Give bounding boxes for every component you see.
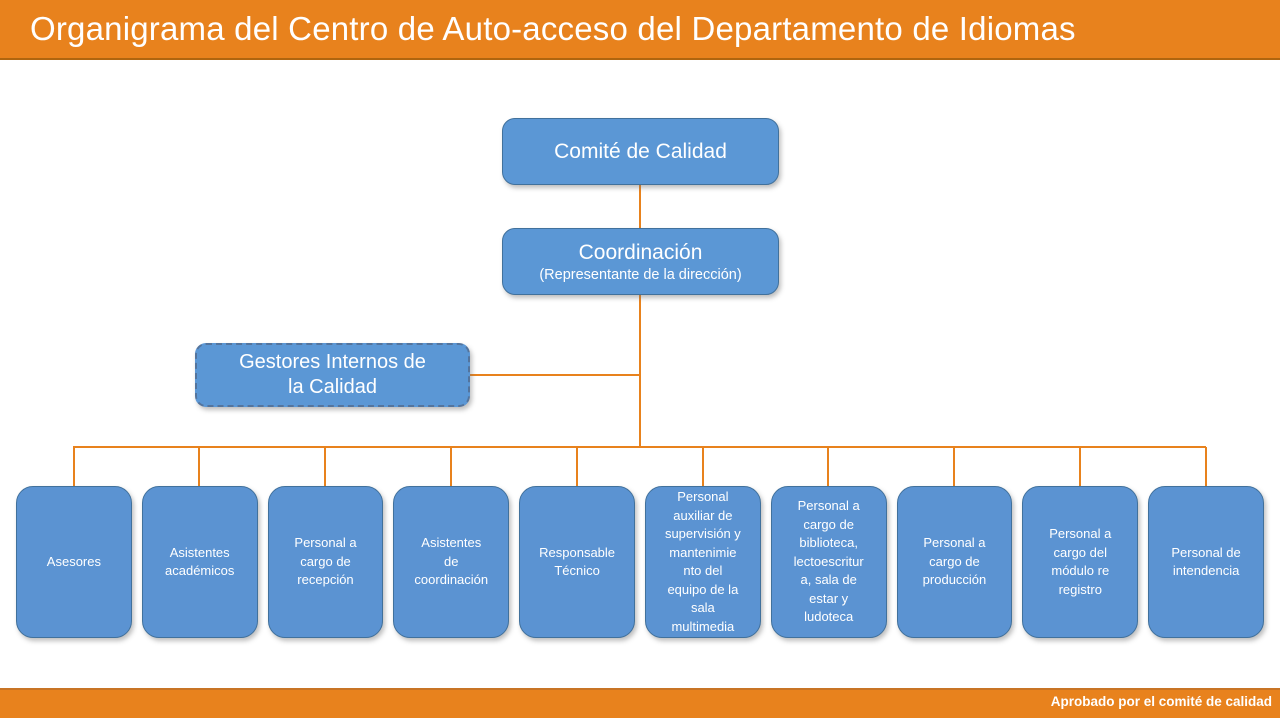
node-asistentes-academicos-label: Asistentes académicos (165, 544, 235, 579)
connector-drop-7 (827, 447, 829, 487)
node-personal-recepcion-label: Personal a cargo de recepción (294, 535, 357, 588)
node-gestores-internos-label: Gestores Internos de la Calidad (239, 351, 426, 398)
connector-root-to-coordination (639, 185, 641, 229)
node-personal-produccion: Personal a cargo de producción (896, 486, 1013, 638)
title-bar: Organigrama del Centro de Auto-acceso de… (0, 0, 1280, 60)
connector-side-node (470, 374, 640, 376)
node-coordinacion-label: Coordinación (578, 240, 703, 264)
node-comite-de-calidad: Comité de Calidad (502, 118, 779, 185)
node-personal-modulo-registro: Personal a cargo del módulo re registro (1022, 486, 1139, 638)
node-asistentes-coordinacion-label: Asistentes de coordinación (414, 535, 489, 588)
connector-drop-8 (953, 447, 955, 487)
node-gestores-internos: Gestores Internos de la Calidad (195, 343, 470, 407)
page-title: Organigrama del Centro de Auto-acceso de… (30, 10, 1076, 47)
leaf-node-row: Asesores Asistentes académicos Personal … (16, 486, 1264, 638)
connector-drop-5 (576, 447, 578, 487)
connector-coordination-to-rail (639, 295, 641, 448)
node-personal-modulo-registro-label: Personal a cargo del módulo re registro (1049, 526, 1112, 597)
node-personal-supervision-multimedia-label: Personal auxiliar de supervisión y mante… (664, 489, 741, 634)
connector-drop-6 (702, 447, 704, 487)
connector-drop-10 (1205, 447, 1207, 487)
node-responsable-tecnico-label: Responsable Técnico (539, 544, 616, 579)
node-personal-biblioteca-label: Personal a cargo de biblioteca, lectoesc… (793, 498, 864, 625)
connector-drop-1 (73, 447, 75, 487)
node-personal-biblioteca: Personal a cargo de biblioteca, lectoesc… (770, 486, 887, 638)
connector-drop-3 (324, 447, 326, 487)
connector-rail (73, 446, 1206, 448)
node-asistentes-coordinacion: Asistentes de coordinación (393, 486, 510, 638)
connector-drop-4 (450, 447, 452, 487)
footer-bar: Aprobado por el comité de calidad (0, 688, 1280, 718)
node-personal-recepcion: Personal a cargo de recepción (267, 486, 384, 638)
approval-text: Aprobado por el comité de calidad (1050, 693, 1272, 709)
node-personal-intendencia-label: Personal de intendencia (1171, 544, 1241, 579)
node-personal-supervision-multimedia: Personal auxiliar de supervisión y mante… (644, 486, 761, 638)
node-coordinacion-sublabel: (Representante de la dirección) (539, 266, 742, 283)
node-asistentes-academicos: Asistentes académicos (141, 486, 258, 638)
node-personal-produccion-label: Personal a cargo de producción (922, 535, 987, 588)
connector-drop-2 (198, 447, 200, 487)
node-personal-intendencia: Personal de intendencia (1148, 486, 1264, 638)
node-comite-de-calidad-label: Comité de Calidad (554, 139, 727, 163)
node-asesores-label: Asesores (46, 553, 101, 569)
connector-drop-9 (1079, 447, 1081, 487)
node-asesores: Asesores (16, 486, 132, 638)
node-responsable-tecnico: Responsable Técnico (519, 486, 635, 638)
node-coordinacion: Coordinación (Representante de la direcc… (502, 228, 779, 295)
